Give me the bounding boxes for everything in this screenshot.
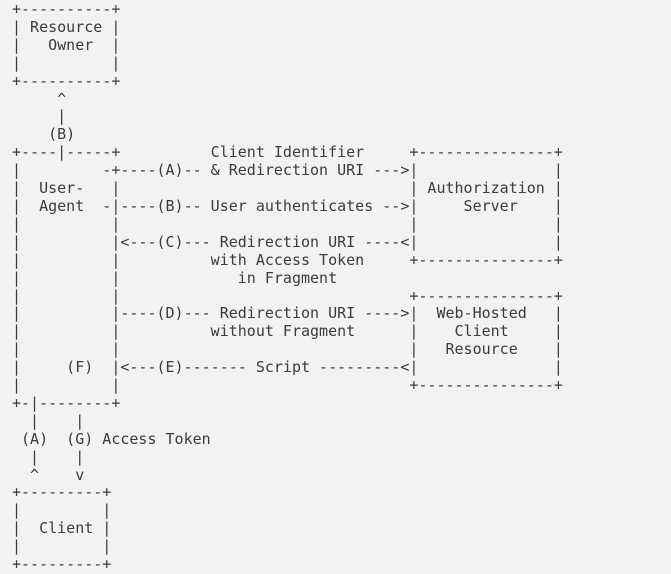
oauth-implicit-flow-ascii-diagram: +----------+ | Resource | | Owner | | | … bbox=[12, 0, 563, 574]
